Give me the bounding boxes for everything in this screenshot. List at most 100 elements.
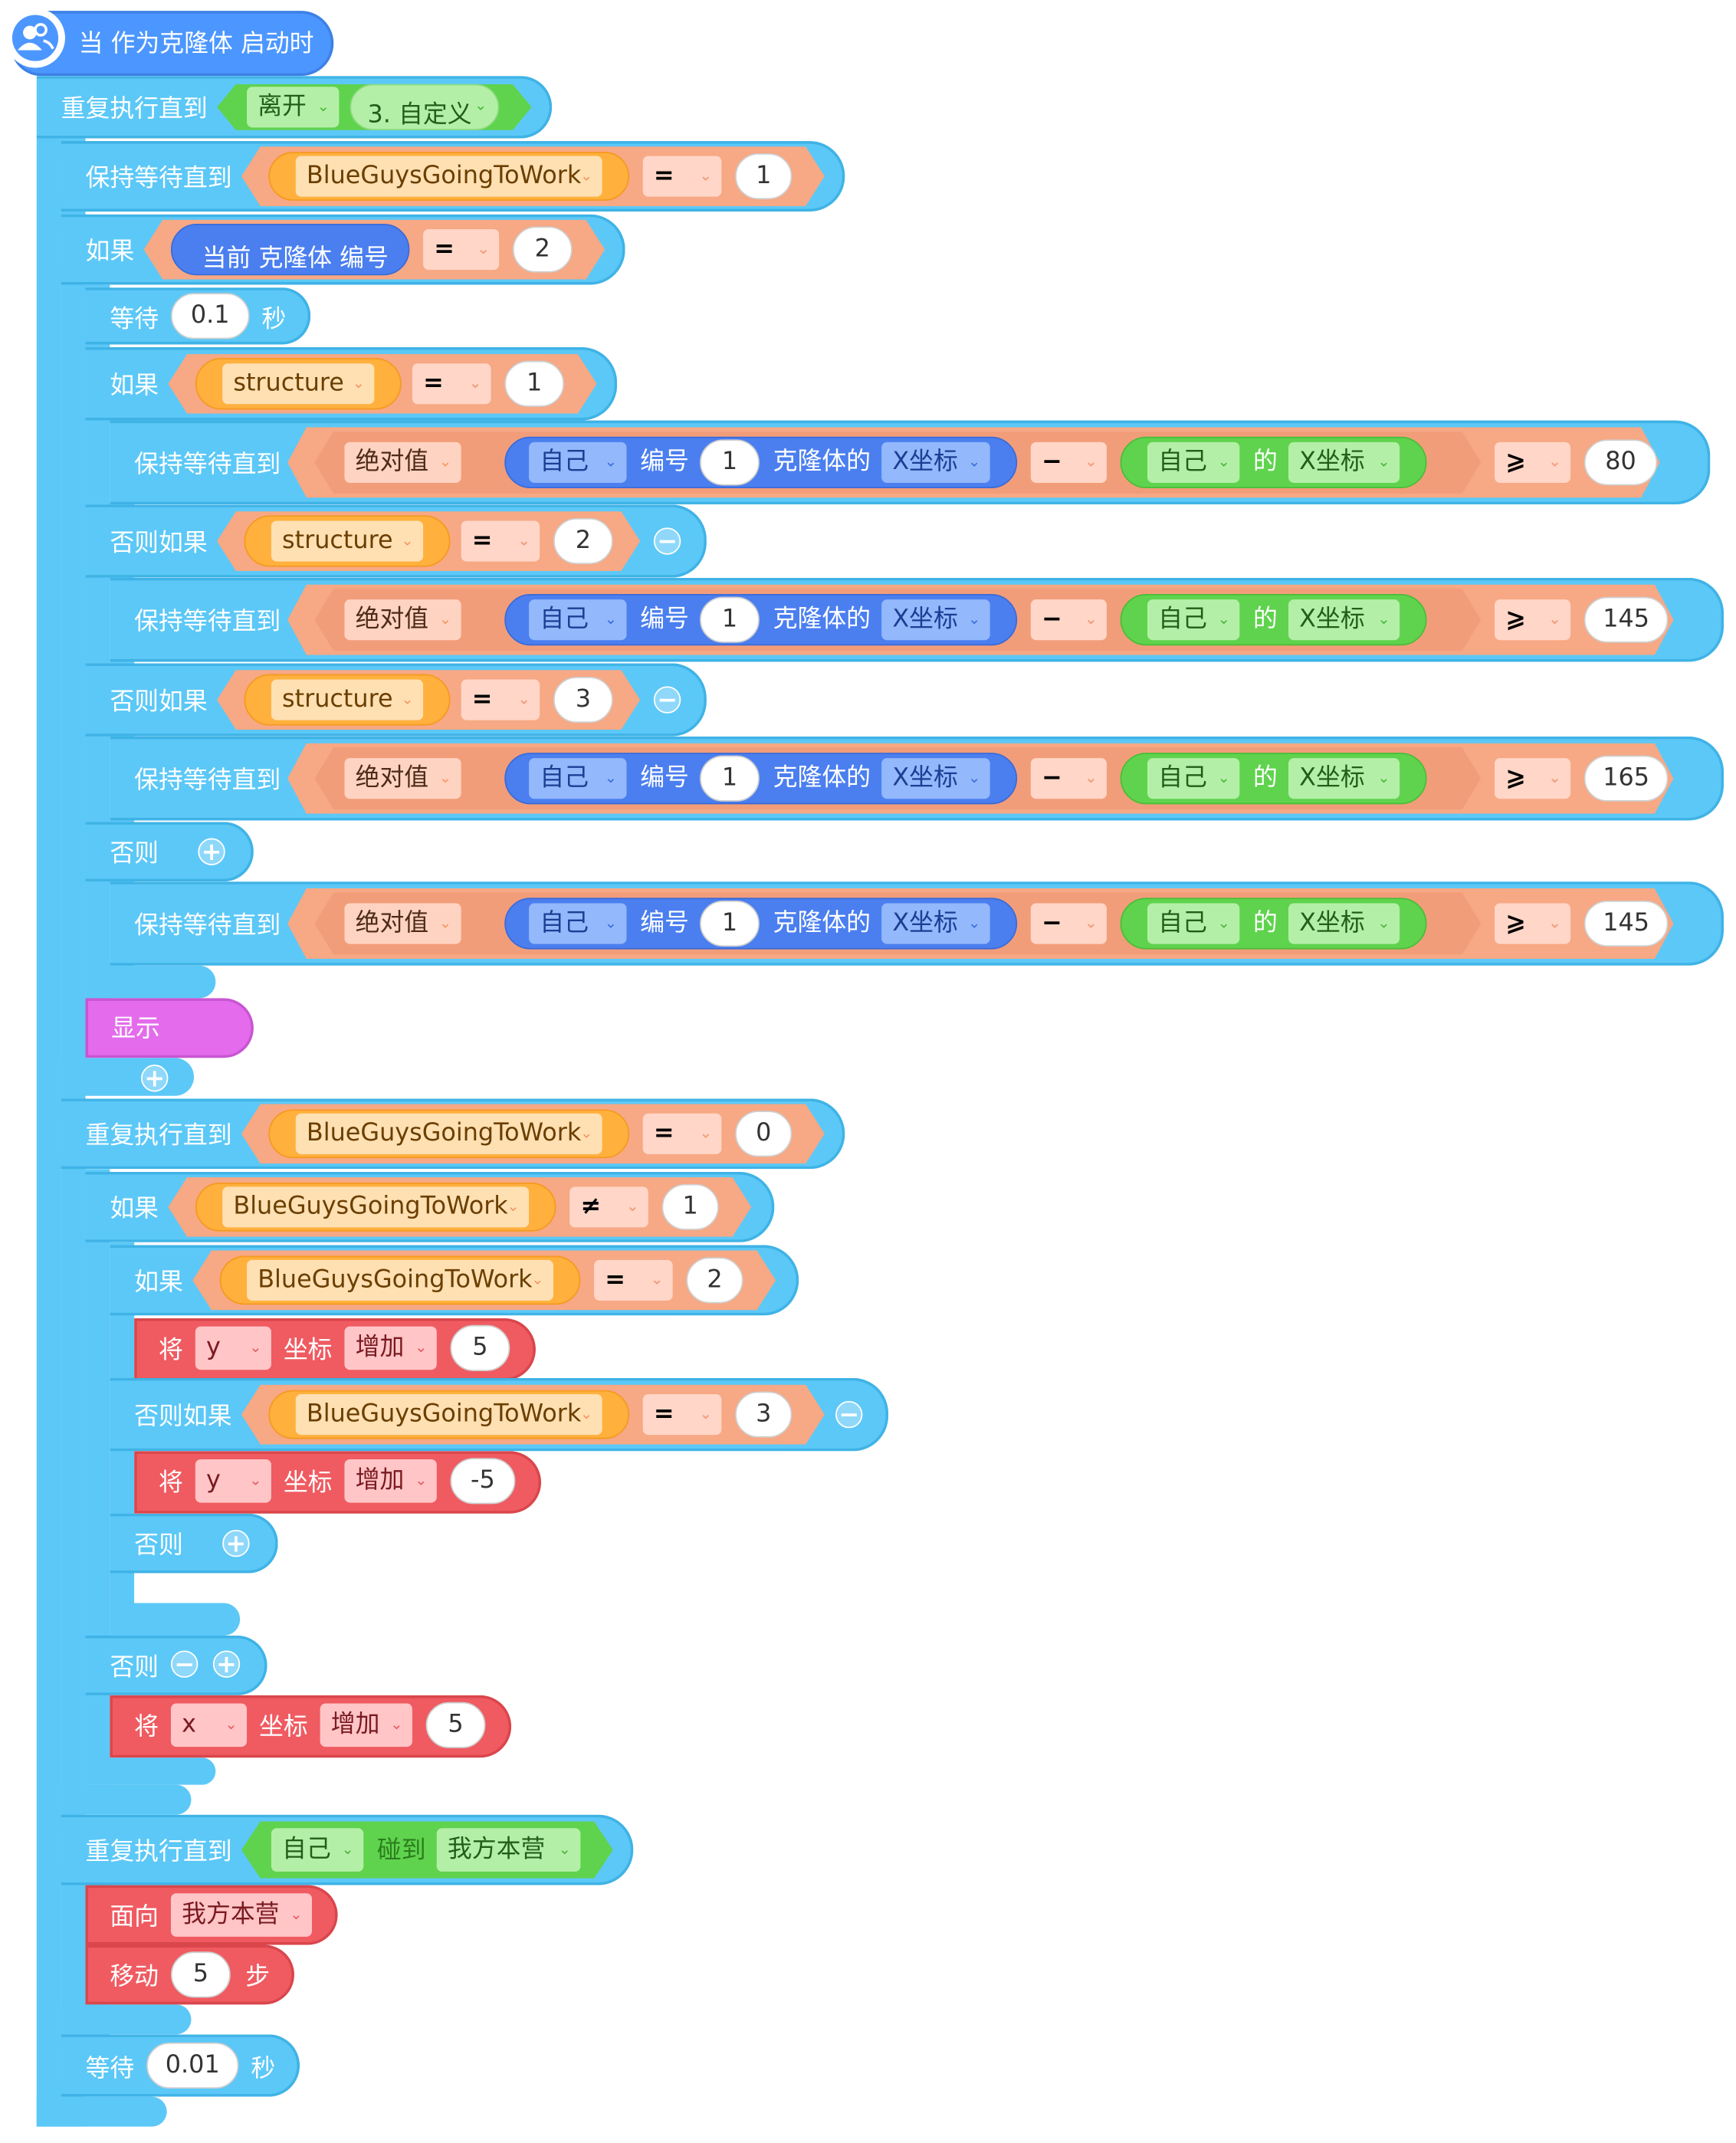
value-input-eq3[interactable]: 3 [735, 1391, 793, 1438]
ge-dropdown[interactable]: ⩾⌄ [1494, 599, 1571, 641]
clone-xcoord-dropdown[interactable]: X坐标⌄ [881, 903, 990, 944]
self-dropdown[interactable]: 自己⌄ [1147, 599, 1240, 641]
remove-branch-icon[interactable]: − [170, 1650, 199, 1679]
else-structure[interactable]: 否则 [85, 822, 254, 882]
op-dropdown-neq[interactable]: ≠⌄ [569, 1186, 648, 1228]
threshold-input[interactable]: 165 [1583, 755, 1669, 802]
change-input-1[interactable]: 5 [450, 1324, 510, 1371]
structure-dropdown[interactable]: structure⌄ [222, 363, 375, 405]
wait-input-2[interactable]: 0.01 [146, 2042, 239, 2089]
add-branch-icon[interactable]: + [222, 1529, 250, 1557]
threshold-input[interactable]: 145 [1583, 900, 1669, 947]
value-input-structure-2[interactable]: 2 [553, 517, 613, 565]
op-dropdown-structure-2[interactable]: =⌄ [461, 520, 540, 562]
add-branch-icon[interactable]: + [212, 1650, 241, 1679]
self-xcoord-dropdown[interactable]: X坐标⌄ [1288, 903, 1400, 944]
remove-branch-icon[interactable]: − [653, 527, 681, 556]
var-dropdown-loop2[interactable]: BlueGuysGoingToWork⌄ [295, 1113, 602, 1154]
self-xcoord-dropdown[interactable]: X坐标⌄ [1288, 599, 1400, 641]
value-input-structure-3[interactable]: 3 [553, 676, 613, 724]
remove-branch-icon[interactable]: − [653, 686, 681, 714]
var-dropdown-eq3[interactable]: BlueGuysGoingToWork⌄ [295, 1394, 602, 1436]
mode-dropdown-2[interactable]: 增加⌄ [344, 1459, 437, 1503]
clone-self-dropdown[interactable]: 自己⌄ [529, 599, 627, 641]
threshold-input[interactable]: 80 [1583, 439, 1658, 486]
ge-dropdown[interactable]: ⩾⌄ [1494, 903, 1571, 944]
value-input-structure[interactable]: 1 [504, 360, 565, 407]
minus-dropdown[interactable]: −⌄ [1030, 441, 1107, 483]
change-input-2[interactable]: -5 [450, 1458, 516, 1505]
var-dropdown-1[interactable]: BlueGuysGoingToWork⌄ [295, 156, 602, 197]
elseif-label: 否则如果 [110, 688, 208, 717]
abs-dropdown[interactable]: 绝对值⌄ [344, 599, 461, 641]
op-dropdown-eq3[interactable]: =⌄ [642, 1394, 722, 1436]
var-dropdown-eq2[interactable]: BlueGuysGoingToWork⌄ [247, 1259, 553, 1301]
op-dropdown-structure-3[interactable]: =⌄ [461, 679, 540, 720]
loop1-cond-a-dropdown[interactable]: 离开⌄ [247, 87, 340, 128]
clone-of-label: 克隆体的 [773, 447, 871, 477]
var-dropdown-neq[interactable]: BlueGuysGoingToWork⌄ [222, 1186, 530, 1228]
clone-id-input[interactable]: 1 [700, 596, 760, 643]
value-input-clone[interactable]: 2 [512, 226, 573, 273]
abs-dropdown[interactable]: 绝对值⌄ [344, 758, 461, 799]
else-inner-block[interactable]: 否则 [110, 1513, 278, 1574]
self-dropdown[interactable]: 自己⌄ [1147, 441, 1240, 483]
clone-xcoord-dropdown[interactable]: X坐标⌄ [881, 441, 990, 483]
structure-dropdown-2[interactable]: structure⌄ [271, 520, 424, 562]
self-dropdown[interactable]: 自己⌄ [1147, 903, 1240, 944]
clone-start-hat[interactable]: 当 作为克隆体 启动时 [11, 11, 334, 77]
ge-dropdown[interactable]: ⩾⌄ [1494, 441, 1571, 483]
touch-self-dropdown[interactable]: 自己⌄ [271, 1828, 364, 1872]
clone-id-input[interactable]: 1 [700, 900, 760, 947]
value-input-loop2[interactable]: 0 [735, 1111, 793, 1157]
minus-dropdown[interactable]: −⌄ [1030, 758, 1107, 799]
op-dropdown-loop2[interactable]: =⌄ [642, 1113, 722, 1154]
axis-dropdown-3[interactable]: x⌄ [170, 1703, 248, 1748]
add-branch-icon[interactable]: + [141, 1065, 169, 1092]
remove-branch-icon[interactable]: − [835, 1400, 863, 1429]
wait-until-label: 保持等待直到 [134, 766, 281, 795]
op-dropdown-structure[interactable]: =⌄ [412, 363, 491, 405]
add-branch-icon[interactable]: + [198, 838, 225, 866]
wait-until-label: 保持等待直到 [134, 607, 281, 636]
elseif-label: 否则如果 [110, 529, 208, 558]
clone-xcoord-dropdown[interactable]: X坐标⌄ [881, 758, 990, 799]
move-steps-input[interactable]: 5 [170, 1951, 231, 1998]
op-dropdown-clone[interactable]: =⌄ [423, 229, 500, 271]
abs-dropdown[interactable]: 绝对值⌄ [344, 903, 461, 944]
value-input-neq[interactable]: 1 [661, 1183, 719, 1230]
clone-self-dropdown[interactable]: 自己⌄ [529, 903, 627, 944]
clone-id-input[interactable]: 1 [700, 439, 760, 486]
clone-id-reporter[interactable]: 当前 克隆体 编号 [170, 223, 410, 276]
ge-dropdown[interactable]: ⩾⌄ [1494, 758, 1571, 799]
minus-dropdown[interactable]: −⌄ [1030, 903, 1107, 944]
mode-dropdown-3[interactable]: 增加⌄ [320, 1703, 412, 1748]
touch-target-dropdown[interactable]: 我方本营⌄ [436, 1828, 581, 1872]
op-dropdown-eq2[interactable]: =⌄ [594, 1259, 673, 1301]
show-block[interactable]: 显示 [85, 998, 254, 1058]
change-input-3[interactable]: 5 [425, 1702, 486, 1748]
self-dropdown[interactable]: 自己⌄ [1147, 758, 1240, 799]
if-neq-end-cap [85, 1757, 216, 1785]
abs-dropdown[interactable]: 绝对值⌄ [344, 441, 461, 483]
clone-self-dropdown[interactable]: 自己⌄ [529, 758, 627, 799]
face-target-dropdown[interactable]: 我方本营⌄ [170, 1893, 312, 1937]
axis-dropdown-1[interactable]: y⌄ [195, 1326, 271, 1370]
structure-dropdown-3[interactable]: structure⌄ [271, 679, 424, 720]
minus-dropdown[interactable]: −⌄ [1030, 599, 1107, 641]
clone-id-input[interactable]: 1 [700, 755, 760, 802]
axis-dropdown-2[interactable]: y⌄ [195, 1459, 271, 1503]
wait-input-1[interactable]: 0.1 [170, 293, 250, 340]
clone-self-dropdown[interactable]: 自己⌄ [529, 441, 627, 483]
threshold-input[interactable]: 145 [1583, 596, 1669, 643]
clone-of-label: 克隆体的 [773, 763, 871, 793]
op-dropdown-1[interactable]: =⌄ [642, 156, 722, 197]
clone-xcoord-dropdown[interactable]: X坐标⌄ [881, 599, 990, 641]
loop1-cond-b-pill[interactable]: 3. 自定义⌄ [349, 84, 500, 130]
mode-dropdown-1[interactable]: 增加⌄ [344, 1326, 437, 1370]
value-input-1[interactable]: 1 [735, 153, 793, 200]
self-xcoord-dropdown[interactable]: X坐标⌄ [1288, 441, 1400, 483]
value-input-eq2[interactable]: 2 [686, 1257, 743, 1304]
self-xcoord-dropdown[interactable]: X坐标⌄ [1288, 758, 1400, 799]
